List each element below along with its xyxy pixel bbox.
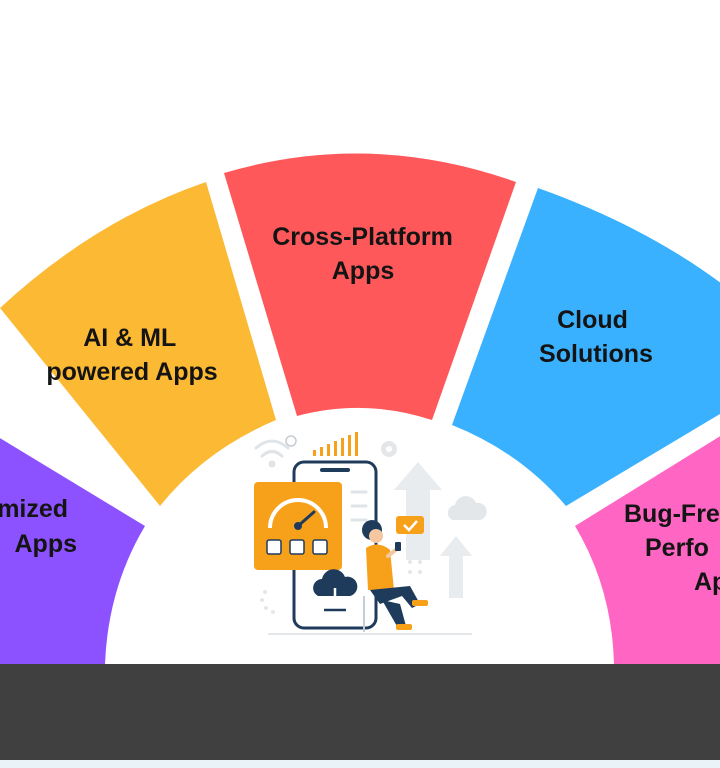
wifi-icon — [254, 439, 290, 468]
segment-customized-apps — [0, 438, 145, 664]
app-illustration — [254, 432, 487, 635]
cloud-icon — [447, 496, 487, 520]
signal-bars-icon — [313, 432, 358, 456]
segment-label-customized: mized Apps — [0, 495, 77, 558]
gear-icon — [381, 441, 397, 457]
segment-ai-ml-apps — [0, 182, 276, 506]
check-badge — [396, 516, 424, 534]
checkmark-icon — [285, 435, 297, 447]
footer-bar — [0, 664, 720, 760]
segment-cloud-solutions — [452, 188, 720, 506]
segment-bug-free-apps — [575, 436, 720, 664]
segment-label-cloud: Cloud Solutions — [539, 306, 653, 368]
segment-label-bug-free: Bug-Fre Perfo Ap — [624, 500, 720, 596]
upload-arrow-icon — [394, 462, 472, 598]
segment-label-ai-ml: AI & ML powered Apps — [46, 324, 217, 386]
segment-cross-platform-apps — [224, 153, 516, 420]
footer-strip — [0, 760, 720, 768]
speedometer-icon — [268, 498, 328, 530]
person — [362, 520, 428, 632]
segment-label-cross-platform: Cross-Platform Apps — [272, 223, 460, 285]
cloud-download-icon — [313, 569, 358, 612]
